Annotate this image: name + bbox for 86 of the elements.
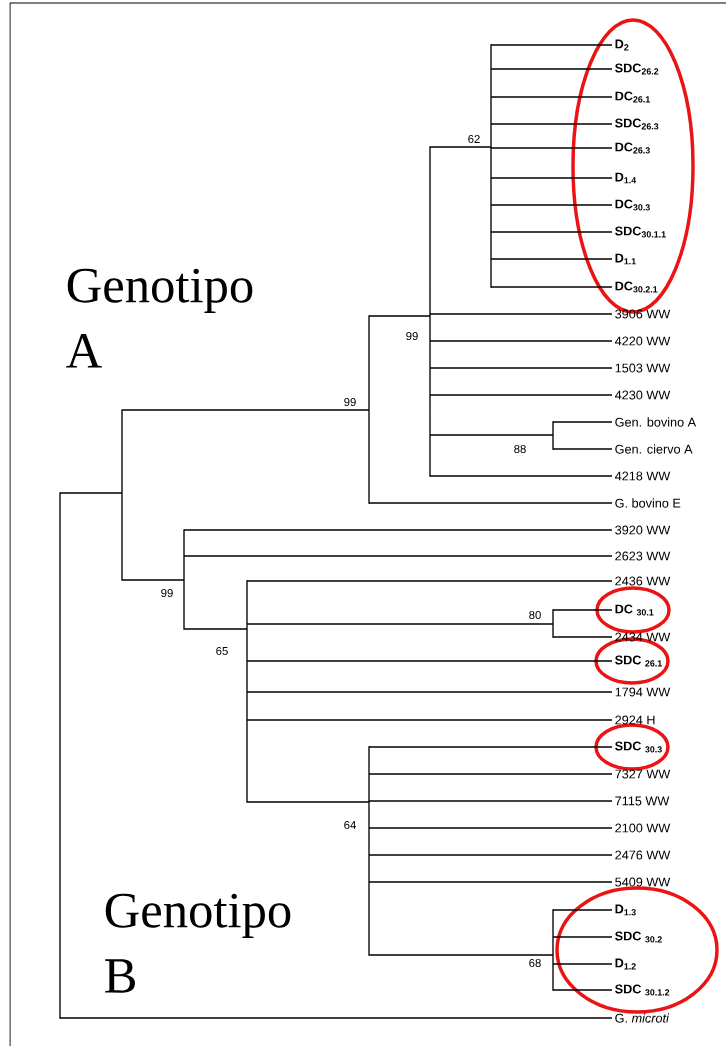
leaf-label: 1794 WW [615,687,671,697]
branch-line [368,854,613,856]
leaf-label: DC$_{30.3}$ [615,199,650,211]
branch-line [368,827,613,829]
branch-line [490,177,613,179]
leaf-label: D$_{2}$ [615,39,629,51]
branch-line [246,580,613,582]
branch-line [552,609,613,611]
bootstrap-value: 99 [344,398,356,406]
leaf-label: SDC $_{26.1}$ [615,655,662,667]
bootstrap-value: 65 [216,647,228,655]
leaf-label: 3906 WW [615,309,671,319]
branch-line [552,448,613,450]
branch-line [490,286,613,288]
leaf-label: SDC$_{30.1.1}$ [615,226,666,238]
leaf-label: 7327 WW [615,769,671,779]
branch-line [490,147,613,149]
genotype-label: Genotipo A [66,268,253,368]
leaf-label: DC$_{26.1}$ [615,91,650,103]
branch-line [490,204,613,206]
bootstrap-value: 80 [529,611,541,619]
leaf-label: DC $_{30.1}$ [615,604,654,616]
bootstrap-value: 64 [344,821,356,829]
highlight-ellipse [595,586,671,634]
bootstrap-value: 99 [161,589,173,597]
branch-line [552,909,613,911]
leaf-label: D$_{1.3}$ [615,904,636,916]
leaf-label: D$_{1.2}$ [615,958,636,970]
branch-line [183,529,613,531]
branch-line [246,660,613,662]
branch-line [246,719,613,721]
leaf-label: 2436 WW [615,576,671,586]
branch-line [368,746,613,748]
branch-line [552,963,613,965]
genotype-label: Genotipo B [105,893,291,993]
branch-line [552,989,613,991]
leaf-label: D$_{1.4}$ [615,172,637,184]
branch-line [368,502,613,504]
leaf-label: SDC$_{26.2}$ [615,63,659,75]
branch-line [490,231,613,233]
bootstrap-value: 68 [529,959,541,967]
branch-line [490,123,613,125]
highlight-ellipse [594,723,670,771]
leaf-label: 2476 WW [615,850,671,860]
branch-line [183,555,613,557]
branch-line [368,881,613,883]
branch-line [368,800,613,802]
branch-line [552,936,613,938]
leaf-label: SDC $_{30.3}$ [615,741,662,753]
bootstrap-value: 99 [406,332,418,340]
highlight-ellipse [555,886,719,1014]
branch-line [429,313,613,315]
branch-line [429,394,613,396]
leaf-label: DC$_{30.2.1}$ [615,281,658,293]
branch-line [246,691,613,693]
leaf-label: 2100 WW [615,823,671,833]
branch-line [490,96,613,98]
leaf-label: DC$_{26.3}$ [615,142,650,154]
branch-line [429,340,613,342]
leaf-label: 1503 WW [615,363,671,373]
leaf-label: 3920 WW [615,525,671,535]
bootstrap-value: 62 [468,135,480,143]
branch-line [429,475,613,477]
leaf-label: G. bovino E [615,498,681,508]
leaf-label: Gen. ciervo A [615,444,693,454]
leaf-label: 4218 WW [614,471,671,481]
leaf-label: 4230 WW [614,390,671,400]
leaf-label: Gen. bovino A [615,417,697,427]
leaf-label: SDC $_{30.2}$ [615,931,662,943]
bootstrap-value: 88 [514,445,526,453]
leaf-label: 2623 WW [615,551,671,561]
branch-line [552,421,613,423]
branch-line [59,1017,613,1019]
leaf-label: 2924 H [615,715,655,725]
branch-line [490,44,613,46]
leaf-label: SDC$_{26.3}$ [615,118,659,130]
leaf-label: 4220 WW [614,336,671,346]
branch-line [368,773,613,775]
branch-line [490,68,613,70]
leaf-label: D$_{1.1}$ [615,253,636,265]
leaf-label: G. microti [615,1013,670,1023]
branch-line [490,258,613,260]
branch-line [429,367,613,369]
leaf-label: SDC $_{30.1.2}$ [615,984,670,996]
leaf-label: 5409 WW [615,877,671,887]
leaf-label: 7115 WW [615,796,670,806]
